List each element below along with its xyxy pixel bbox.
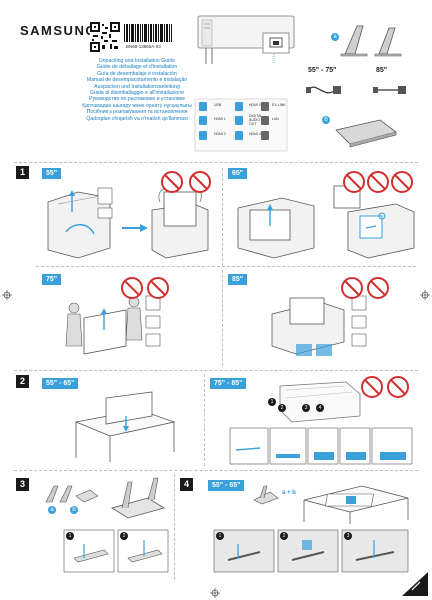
- step-number: 2: [278, 404, 286, 412]
- unboxing-75-illustration: [65, 295, 161, 355]
- part-b-badge: b: [70, 506, 78, 514]
- part-b-badge: b: [322, 116, 330, 124]
- section-divider: [14, 162, 418, 163]
- guide-title: Auspacken und Installationsanleitung: [94, 83, 180, 90]
- cable-size-label: 55" - 75": [308, 67, 337, 74]
- part-a-badge: a: [48, 506, 56, 514]
- registration-mark-icon: [2, 290, 12, 300]
- size-tag: 55" - 65": [208, 480, 245, 491]
- unboxing-55-illustration: [47, 187, 209, 259]
- port-label: DIGITAL AUDIO OUT: [249, 114, 263, 126]
- lan-port-zoom: [262, 32, 290, 54]
- unboxing-85-illustration: [271, 295, 367, 356]
- port-label: EX-LINK: [272, 103, 286, 107]
- no-touch-screen-icon: [341, 277, 389, 299]
- section-divider: [204, 374, 205, 466]
- no-touch-screen-icon: [361, 376, 409, 398]
- base-plate-illustration: [335, 119, 397, 148]
- section-divider: [222, 270, 223, 366]
- stand-parts-illustration: [45, 485, 99, 503]
- part-a-badge: a: [331, 33, 339, 41]
- step-number: 4: [316, 404, 324, 412]
- power-cable-icon: [306, 86, 341, 94]
- size-tag: 75" - 85": [210, 378, 247, 389]
- size-tag: 55": [42, 168, 62, 179]
- section-divider: [14, 370, 418, 371]
- section-divider: [222, 168, 223, 266]
- page-curl-icon: [402, 572, 428, 596]
- port-label: HDMI 2: [214, 132, 226, 136]
- no-touch-screen-icon: [343, 171, 413, 193]
- guide-title: Посібник з розпакування та встановлення: [86, 109, 188, 116]
- registration-mark-icon: [420, 290, 430, 300]
- tv-on-table-illustration: [74, 391, 176, 462]
- guide-title: Guida al disimballaggio e all'installazi…: [89, 90, 185, 97]
- tv-on-table-illustration: [303, 485, 409, 524]
- port-label: HDMI 1: [214, 117, 226, 121]
- port-label: USB: [214, 103, 222, 107]
- guide-title: Unpacking and Installation Guide: [98, 58, 176, 64]
- guide-title: Руководство по распаковке и установке: [89, 96, 185, 103]
- step-number: 3: [344, 532, 352, 540]
- no-touch-screen-icon: [121, 277, 169, 299]
- section-divider: [36, 266, 416, 267]
- combo-label: a + b: [282, 490, 296, 496]
- cable-size-label: 85": [376, 67, 388, 74]
- guide-title: Qadoqdan chiqarish va o'rnatish qo'llanm…: [86, 115, 188, 122]
- step-number: 3: [302, 404, 310, 412]
- stand-assembly-illustration: [111, 477, 165, 519]
- power-cable-icon: [373, 86, 406, 94]
- stand-steps-illustration: [63, 529, 169, 573]
- stand-install-steps-illustration: [213, 529, 409, 573]
- port-label: LAN: [272, 117, 279, 121]
- unboxing-65-illustration: [237, 185, 415, 259]
- section-number: 2: [16, 375, 29, 388]
- port-label: HDMI 3: [249, 103, 261, 107]
- section-number: 1: [16, 166, 29, 179]
- size-tag: 75": [42, 274, 62, 285]
- step-number: 2: [120, 532, 128, 540]
- brand-logo: SAMSUNG: [20, 23, 97, 38]
- guide-title: Guía de desembalaje e instalación: [97, 70, 177, 77]
- step-number: 1: [268, 398, 276, 406]
- section-divider: [174, 474, 175, 580]
- step-number: 1: [66, 532, 74, 540]
- size-tag: 65": [228, 168, 248, 179]
- registration-mark-icon: [210, 588, 220, 598]
- guide-title: Guide de déballage et d'installation: [96, 64, 178, 71]
- section-number: 4: [180, 478, 193, 491]
- part-number: BN68-13865A-03: [126, 44, 161, 49]
- steps-row: 1 2 3 4: [268, 398, 338, 412]
- stand-feet-illustration: [340, 25, 402, 57]
- size-tag: 85": [228, 274, 248, 285]
- step-number: 1: [216, 532, 224, 540]
- port-label: HDMI 4: [249, 132, 261, 136]
- guide-titles: Unpacking and Installation Guide Guide d…: [78, 58, 196, 122]
- step-panels-illustration: [229, 427, 413, 465]
- tv-face-down-illustration: [279, 381, 361, 423]
- stand-parts-illustration: [253, 485, 279, 505]
- section-divider: [14, 470, 418, 471]
- barcode: [124, 24, 172, 42]
- section-number: 3: [16, 478, 29, 491]
- qr-code: [90, 22, 120, 52]
- guide-title: Қаптамадан шығару және орнату нұсқаулығы: [82, 102, 192, 109]
- guide-title: Manual de desempacotamento e instalação: [86, 77, 188, 84]
- step-number: 2: [280, 532, 288, 540]
- size-tag: 55" - 65": [42, 378, 79, 389]
- no-touch-screen-icon: [161, 171, 211, 193]
- port-legend: [194, 98, 288, 152]
